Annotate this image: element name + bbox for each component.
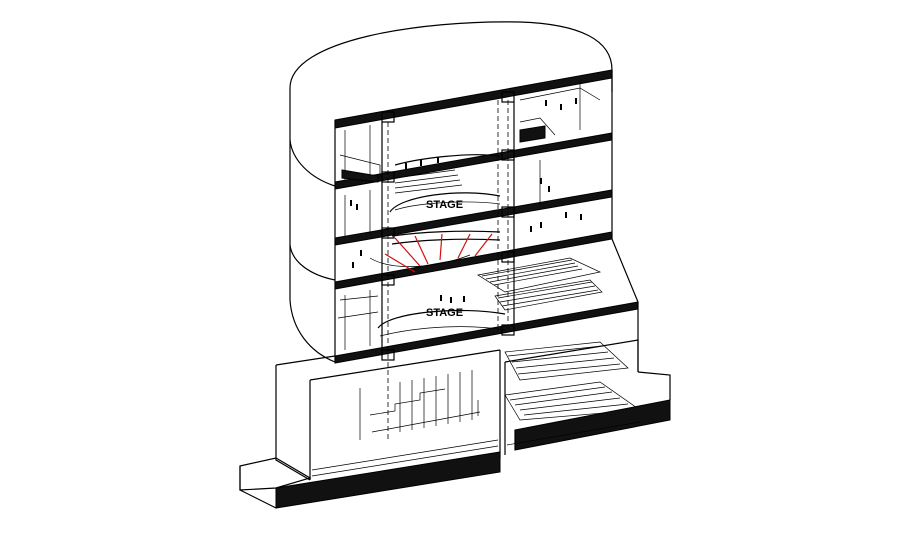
base-volume <box>275 339 639 481</box>
right-seating <box>477 257 641 421</box>
sightline-arrows <box>384 233 493 273</box>
ground-plinths <box>239 371 671 509</box>
cylinder-wall <box>289 120 336 363</box>
upper-stage: STAGE <box>389 154 501 213</box>
dashed-axes <box>387 100 509 440</box>
floor-slabs <box>334 69 639 364</box>
lower-stage: STAGE <box>377 307 506 337</box>
right-facade <box>611 70 639 372</box>
people-figures <box>350 98 582 303</box>
stage-label-upper: STAGE <box>426 199 463 211</box>
left-rooms <box>337 125 381 350</box>
stage-label-lower: STAGE <box>426 307 463 319</box>
roof <box>289 21 613 260</box>
right-rooms <box>519 80 601 205</box>
